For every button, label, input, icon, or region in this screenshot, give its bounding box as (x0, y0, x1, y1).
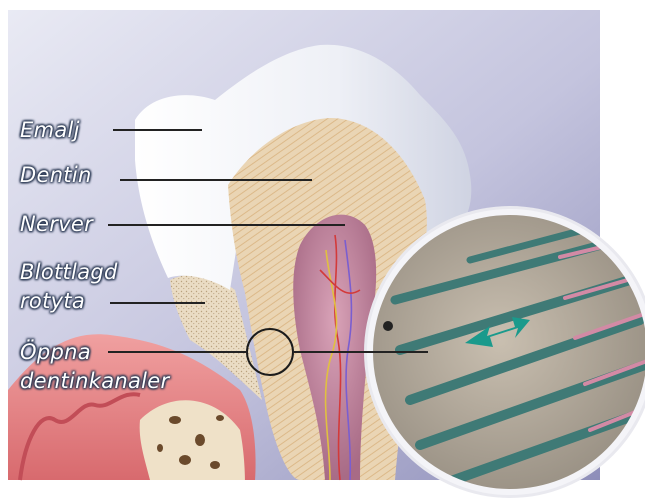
label-exposed-root-line1: Blottlagd (20, 260, 118, 285)
label-exposed-root-line2: rotyta (20, 289, 85, 314)
label-nerves: Nerver (20, 212, 93, 237)
label-open-tubules-line1: Öppna (20, 340, 91, 365)
label-dentin: Dentin (20, 163, 92, 188)
label-open-tubules-line2: dentinkanaler (20, 369, 169, 394)
label-enamel: Emalj (20, 118, 80, 143)
